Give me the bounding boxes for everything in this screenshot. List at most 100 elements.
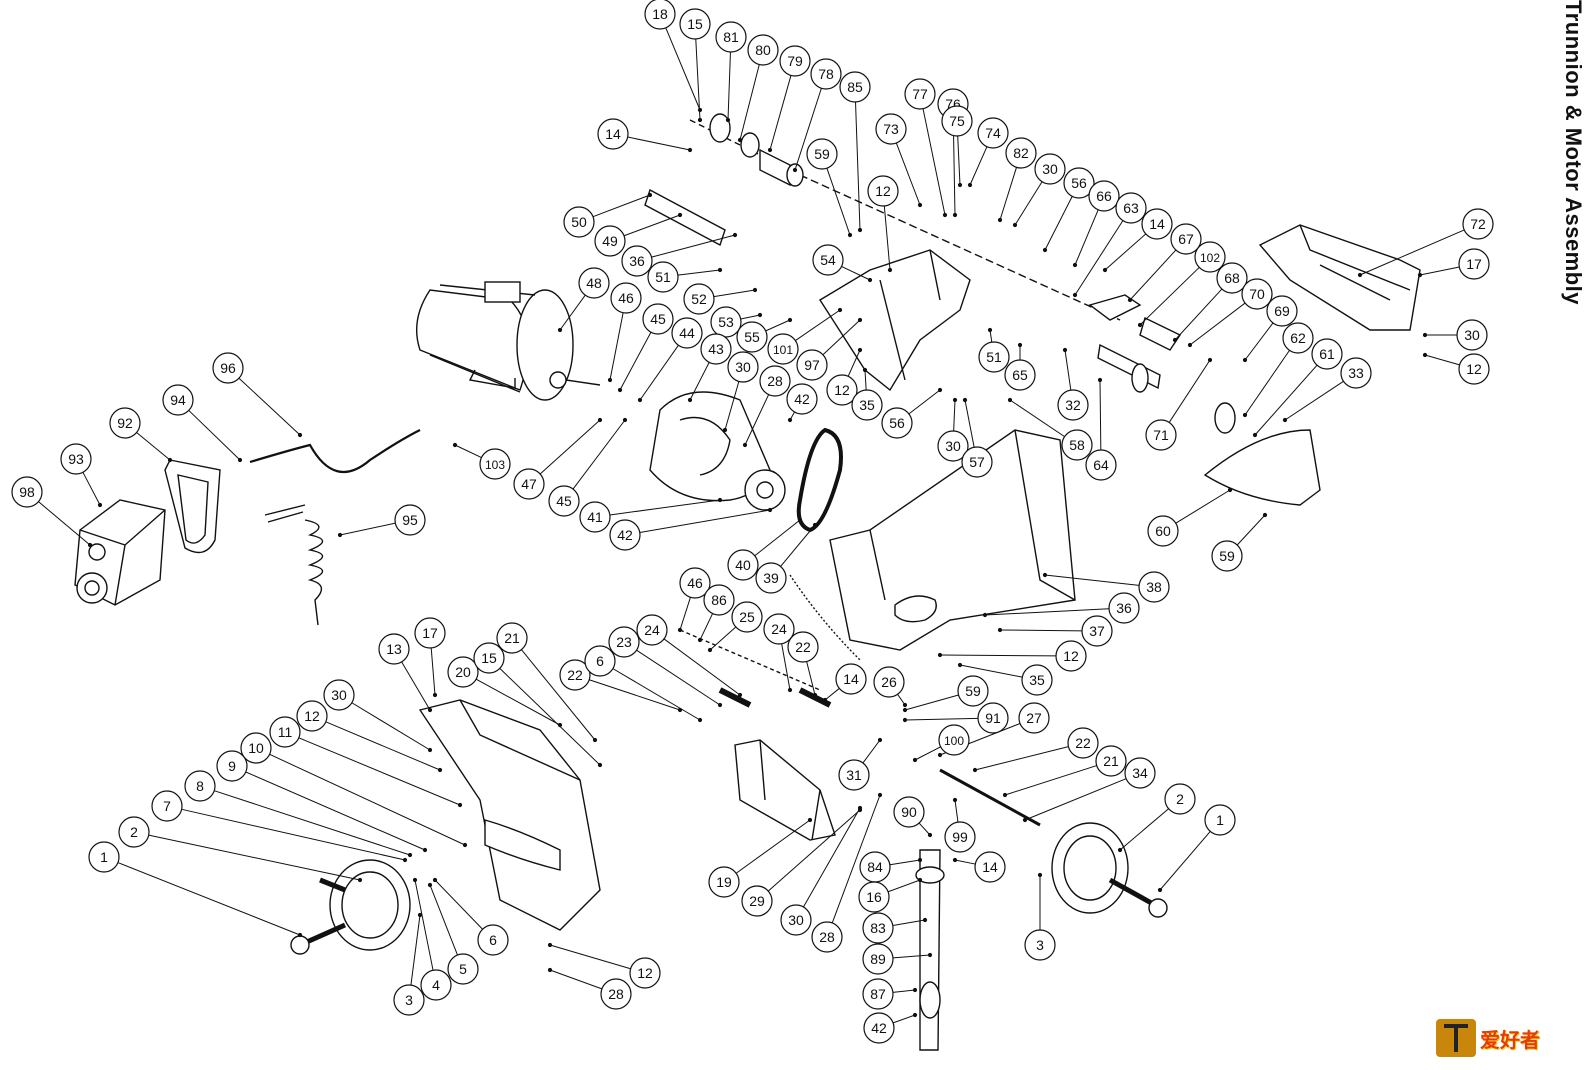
callout-number: 15 [481,650,497,666]
callout-bubble: 98 [11,476,43,508]
callout-bubble: 43 [700,333,732,365]
callout-bubble: 55 [736,321,768,353]
callout-number: 3 [405,992,413,1008]
callout-number: 87 [870,986,886,1002]
leader-line [954,799,959,823]
leader-end-dot [597,417,603,423]
leader-end-dot [952,397,958,403]
leader-end-dot [902,702,908,708]
callout-circle [473,642,505,674]
callout-circle [862,978,894,1010]
callout-number: 77 [912,86,928,102]
callout-circle [1282,322,1314,354]
leader-end-dot [87,542,93,548]
callout-bubble: 97 [796,349,828,381]
leader-line [918,822,931,836]
callout-circle [727,351,759,383]
callout-bubble: 1 [88,841,120,873]
logo-icon [1436,1019,1476,1057]
callout-circle [937,430,969,462]
leader-line [430,647,436,696]
leader-end-dot [1002,792,1008,798]
parts-layer [74,113,1421,1051]
callout-number: 75 [949,113,965,129]
callout-circle [806,138,838,170]
lead-screw-part [679,629,1041,827]
callout-number: 45 [556,493,572,509]
callout-bubble: 12 [1458,353,1490,385]
leader-line [298,737,461,806]
callout-number: 14 [605,126,621,142]
leader-line [713,289,756,298]
callout-number: 68 [1224,270,1240,286]
leader-line [636,649,721,706]
leader-line [1244,322,1274,361]
callout-bubble: 2 [118,816,150,848]
leader-line [238,377,301,436]
leader-line [1424,354,1460,366]
callout-bubble: 29 [741,885,773,917]
callout-bubble: 103 [479,448,511,480]
callout-bubble: 24 [763,613,795,645]
callout-circle [296,700,328,732]
callout-circle [1095,745,1127,777]
callout-circle [1211,540,1243,572]
callout-bubble: 65 [1004,359,1036,391]
callout-circle [88,841,120,873]
callout-bubble: 18 [644,0,676,30]
callout-number: 2 [1176,791,1184,807]
leader-line [1174,288,1223,341]
callout-number: 39 [763,570,779,586]
leader-end-dot [877,792,883,798]
callout-number: 103 [485,458,505,472]
callout-circle [394,504,426,536]
leader-line [1254,364,1318,436]
callout-circle [621,245,653,277]
leader-line [245,771,426,851]
callout-bubble: 95 [394,504,426,536]
leader-end-dot [592,737,598,743]
callout-circle [1024,929,1056,961]
callout-number: 37 [1089,623,1105,639]
callout-number: 11 [278,724,293,740]
callout-circle [812,244,844,276]
callout-circle [873,666,905,698]
callout-number: 51 [986,349,1002,365]
callout-number: 6 [489,932,497,948]
callout-bubble: 30 [1456,319,1488,351]
leader-line [709,626,737,651]
callout-bubble: 81 [715,21,747,53]
callout-circle [767,333,799,365]
callout-bubble: 60 [1147,515,1179,547]
callout-number: 19 [716,874,732,890]
leader-line [1189,302,1246,346]
callout-bubble: 92 [109,407,141,439]
leader-line [623,214,681,237]
leader-line [1074,209,1099,266]
leader-end-dot [1137,322,1143,328]
leader-end-dot [887,267,893,273]
leader-line [214,790,411,856]
leader-line [806,661,816,696]
callout-number: 13 [386,641,402,657]
callout-bubble: 79 [779,45,811,77]
callout-number: 63 [1123,200,1139,216]
leader-end-dot [1102,267,1108,273]
leader-end-dot [237,457,243,463]
callout-number: 10 [248,740,264,756]
callout-number: 64 [1093,457,1109,473]
leader-end-dot [1017,342,1023,348]
leader-end-dot [722,427,728,433]
leader-end-dot [792,167,798,173]
callout-number: 78 [818,66,834,82]
leader-end-dot [752,287,758,293]
arbor-shaft-part [644,113,1121,321]
leader-end-dot [427,882,433,888]
callout-number: 56 [1071,175,1087,191]
leader-end-dot [697,117,703,123]
callout-bubble: 59 [957,675,989,707]
callout-number: 84 [867,859,883,875]
callout-number: 55 [744,329,760,345]
callout-bubble: 80 [747,34,779,66]
